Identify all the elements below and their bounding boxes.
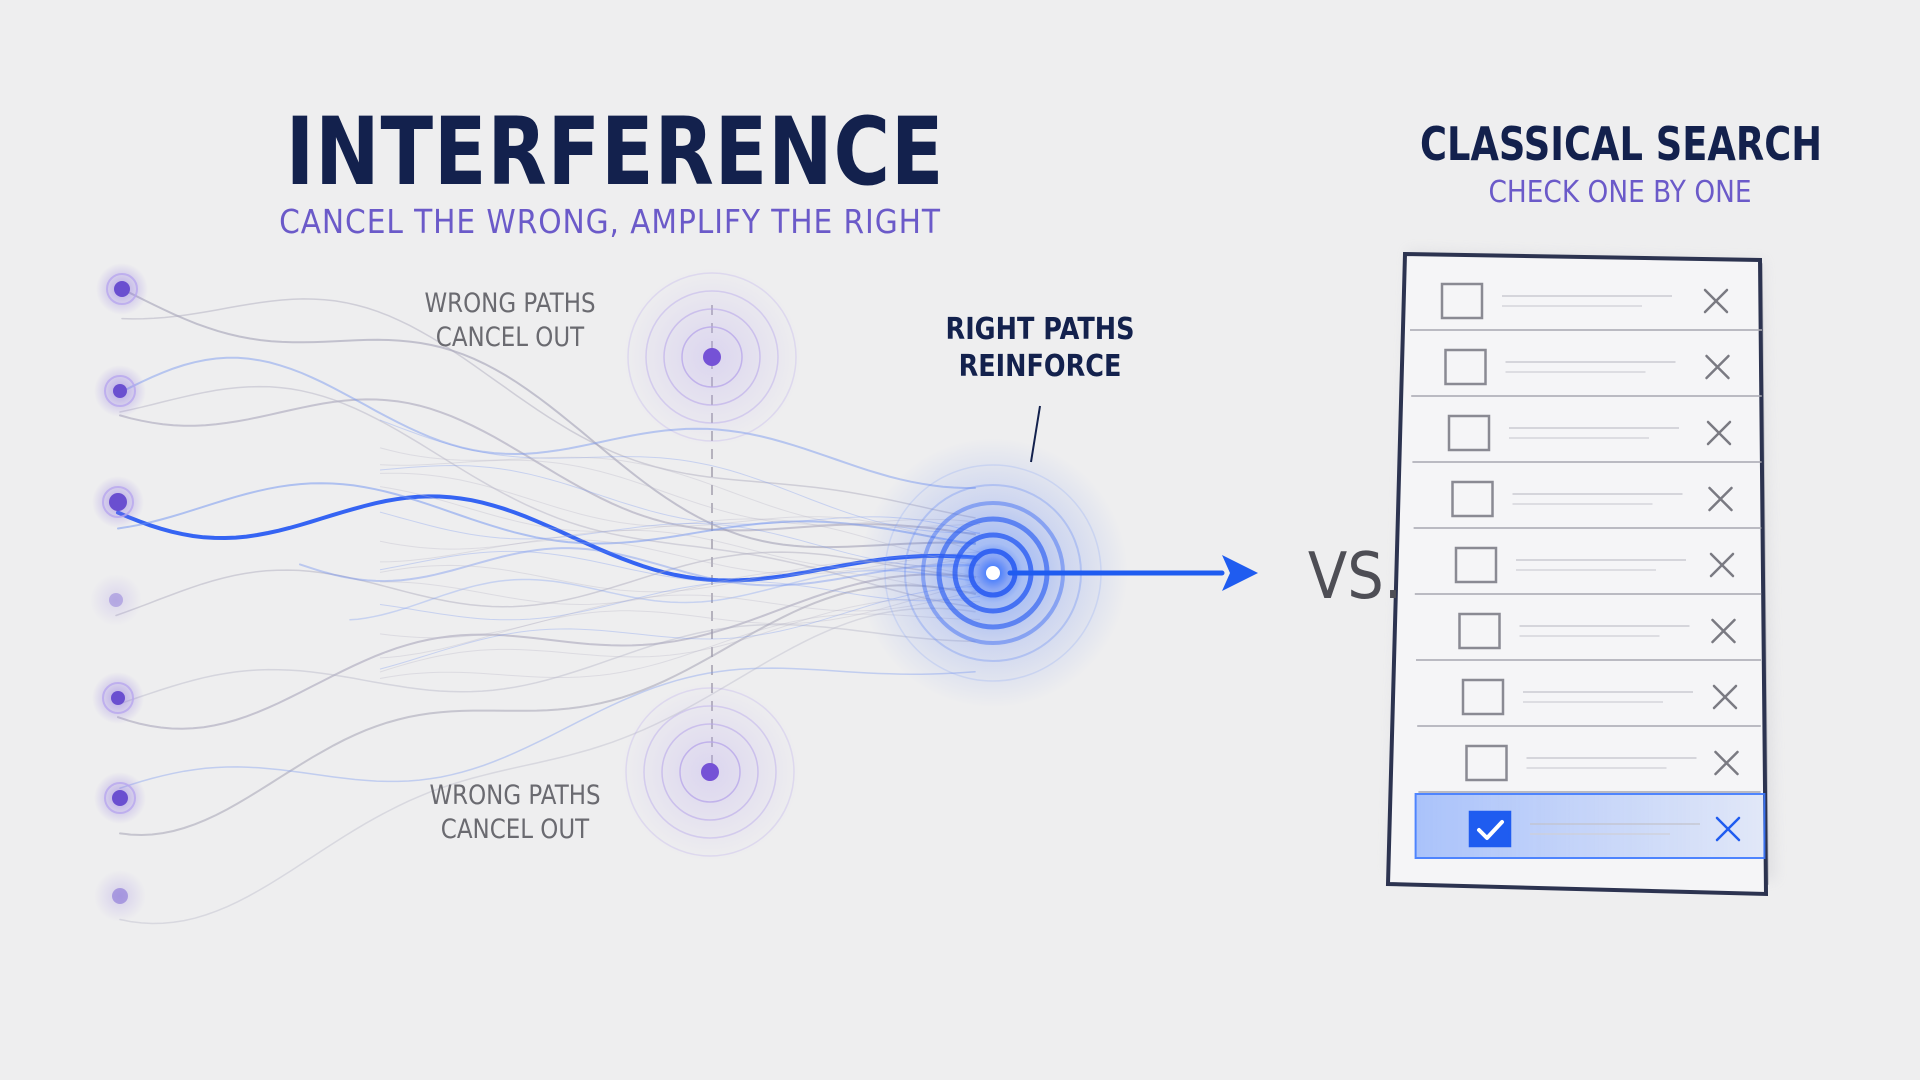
versus-label: VS. (1307, 540, 1403, 614)
checkbox-icon (1468, 810, 1512, 848)
x-mark-icon (1715, 816, 1741, 842)
source-node-icon (92, 476, 144, 528)
source-node-icon (96, 263, 148, 315)
wrong-paths-bottom-label: WRONG PATHS CANCEL OUT (388, 779, 643, 847)
wave-path (117, 573, 976, 730)
page-title: INTERFERENCE (285, 98, 945, 207)
checkmark-icon (1477, 820, 1504, 840)
x-mark-icon (1705, 354, 1730, 380)
wave-path (119, 667, 976, 789)
right-paths-pointer (1030, 405, 1041, 463)
wave-path (121, 298, 976, 519)
checklist-row (1412, 414, 1762, 463)
wave-path (117, 482, 976, 546)
x-mark-icon (1714, 750, 1739, 776)
wave-path (119, 607, 976, 925)
x-mark-icon (1706, 420, 1732, 446)
wave-path (119, 584, 976, 837)
checklist-row (1413, 480, 1762, 529)
source-node-icon (90, 574, 142, 626)
cancel-ring-bottom-icon (620, 682, 800, 862)
cancel-ring-top-icon (622, 267, 802, 447)
wave-path (119, 398, 976, 536)
checkbox-icon (1461, 678, 1505, 716)
amplify-ring-icon (858, 438, 1128, 708)
x-mark-icon (1712, 684, 1738, 710)
wave-path (115, 551, 976, 617)
x-mark-icon (1703, 288, 1729, 314)
wave-path (119, 385, 976, 608)
source-node-icon (94, 772, 146, 824)
checklist-row (1418, 744, 1761, 793)
source-node-icon (92, 672, 144, 724)
checkbox-icon (1458, 612, 1501, 650)
checkbox-icon (1440, 282, 1484, 320)
checklist-card (1385, 250, 1776, 897)
source-nodes (90, 263, 148, 922)
checklist-row (1416, 612, 1761, 661)
source-node-icon (94, 870, 146, 922)
checkbox-icon (1444, 348, 1487, 386)
wave-path (119, 356, 976, 489)
page-subtitle: CANCEL THE WRONG, AMPLIFY THE RIGHT (279, 202, 941, 241)
x-mark-icon (1709, 552, 1735, 578)
checklist-row (1411, 348, 1762, 397)
wrong-paths-top-line2: CANCEL OUT (435, 322, 585, 353)
checklist-row (1417, 678, 1761, 727)
checkbox-icon (1451, 480, 1494, 518)
wrong-paths-bottom-line1: WRONG PATHS (429, 780, 601, 811)
wrong-paths-top-line1: WRONG PATHS (424, 288, 596, 319)
source-node-icon (94, 365, 146, 417)
right-paths-line1: RIGHT PATHS (945, 312, 1135, 347)
checklist-row (1410, 282, 1762, 331)
checkbox-icon (1465, 744, 1508, 782)
arrow-right-icon (1005, 555, 1258, 591)
x-mark-icon (1711, 618, 1736, 644)
wrong-paths-bottom-line2: CANCEL OUT (440, 814, 590, 845)
checkbox-icon (1454, 546, 1498, 584)
checklist-row (1414, 546, 1762, 595)
x-mark-icon (1708, 486, 1733, 512)
right-paths-line2: REINFORCE (958, 349, 1122, 384)
checklist-row-found (1414, 793, 1766, 859)
wrong-paths-top-label: WRONG PATHS CANCEL OUT (383, 287, 638, 355)
wave-path (116, 494, 977, 583)
wave-path (117, 623, 976, 705)
right-paths-label: RIGHT PATHS REINFORCE (913, 311, 1168, 385)
classical-search-subtitle: CHECK ONE BY ONE (1488, 175, 1752, 210)
wave-path (121, 288, 976, 549)
classical-search-title: CLASSICAL SEARCH (1420, 117, 1822, 171)
checkbox-icon (1447, 414, 1491, 452)
